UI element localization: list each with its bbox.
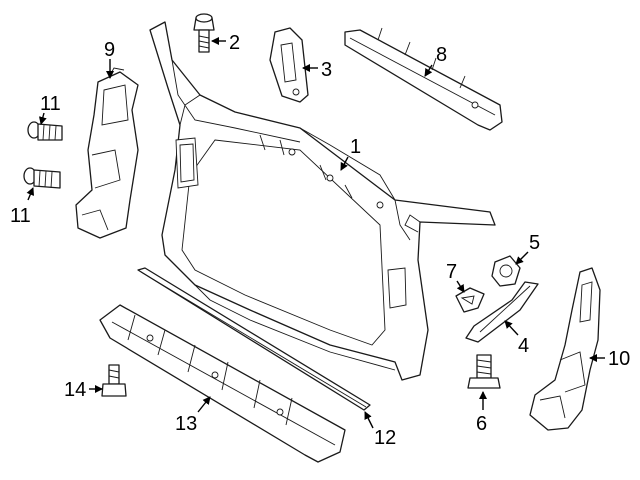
- callout-11-upper: 11: [40, 93, 61, 115]
- bolt-part-11-lower: [23, 167, 61, 189]
- bolt-part-6: [467, 354, 501, 389]
- callout-7: 7: [446, 261, 457, 283]
- bolt-part-2: [193, 13, 215, 53]
- callout-12: 12: [374, 427, 396, 449]
- callout-9: 9: [104, 39, 115, 61]
- deflector-part-8: [344, 27, 503, 131]
- callout-10: 10: [608, 348, 630, 370]
- clip-part-7: [455, 287, 485, 313]
- air-guide-part-9: [75, 67, 139, 239]
- callout-2: 2: [229, 32, 240, 54]
- strip-part-4: [465, 281, 539, 343]
- bolt-part-14: [101, 364, 127, 397]
- bolt-part-11-upper: [27, 121, 63, 141]
- radiator-support-frame: [149, 21, 496, 381]
- callout-5: 5: [529, 232, 540, 254]
- nut-part-5: [491, 255, 521, 287]
- callout-14: 14: [64, 379, 86, 401]
- callout-13: 13: [175, 413, 197, 435]
- callout-1: 1: [350, 136, 361, 158]
- seal-strip-part-12: [137, 267, 371, 411]
- callout-4: 4: [518, 335, 529, 357]
- air-guide-part-10: [529, 267, 601, 431]
- bracket-part-3: [269, 27, 309, 103]
- callout-3: 3: [321, 59, 332, 81]
- callout-11-lower: 11: [10, 205, 31, 227]
- leader-lines: [26, 37, 605, 429]
- callout-8: 8: [436, 44, 447, 66]
- callout-labels: 1 2 3 4 5 6 7 8 9 10 11 11 12 13 14: [10, 32, 630, 449]
- lower-deflector-part-13: [99, 304, 346, 463]
- callout-6: 6: [476, 413, 487, 435]
